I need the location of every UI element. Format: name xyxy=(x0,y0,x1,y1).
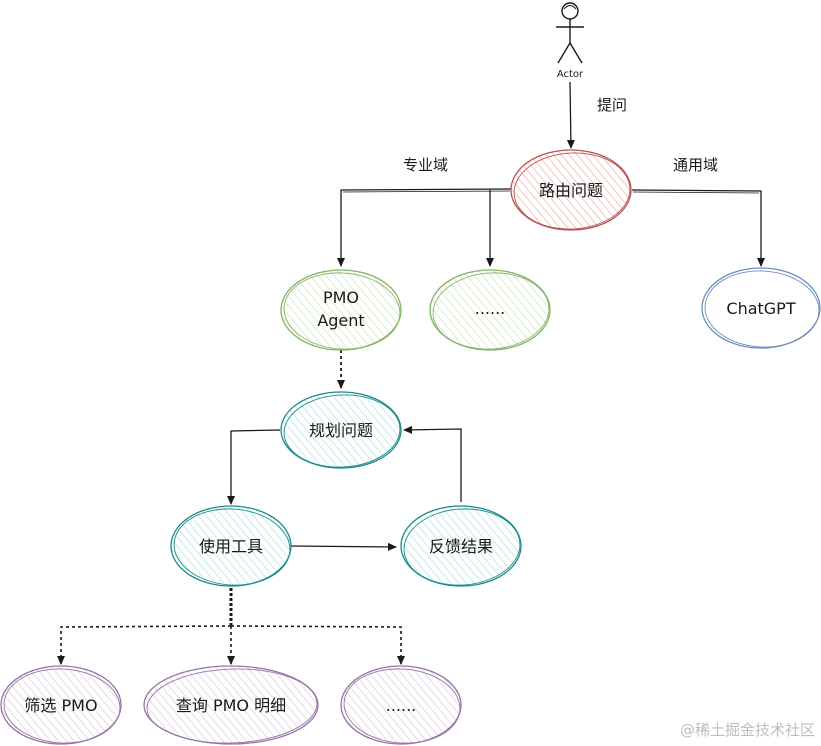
node-filter-pmo: 筛选 PMO xyxy=(0,665,122,745)
node-chatgpt-label: ChatGPT xyxy=(726,299,795,318)
watermark: @稀土掘金技术社区 xyxy=(680,721,815,739)
node-plan-label: 规划问题 xyxy=(309,421,373,440)
edge-label-ask: 提问 xyxy=(597,96,627,114)
node-chatgpt: ChatGPT xyxy=(701,267,821,349)
actor-figure xyxy=(556,2,584,64)
node-other-agent-label: ...... xyxy=(475,299,506,318)
edge-label-professional: 专业域 xyxy=(403,156,448,174)
edge-tool-filter xyxy=(57,625,232,665)
edge-tool-other xyxy=(230,625,405,665)
node-other-agent: ...... xyxy=(429,269,551,351)
edge-label-general: 通用域 xyxy=(673,156,718,174)
edge-route-chatgpt xyxy=(631,189,765,267)
node-feedback: 反馈结果 xyxy=(400,505,522,587)
node-use-tool-label: 使用工具 xyxy=(199,537,263,556)
node-pmo-agent: PMO Agent xyxy=(280,269,402,351)
node-other-tool-label: ...... xyxy=(386,696,417,715)
node-use-tool: 使用工具 xyxy=(170,505,292,587)
edge-route-pmo xyxy=(337,188,512,267)
node-pmo-agent-line1: PMO xyxy=(323,288,359,307)
node-route: 路由问题 xyxy=(510,149,632,231)
node-feedback-label: 反馈结果 xyxy=(429,537,493,556)
edge-tool-feedback xyxy=(290,542,397,551)
edge-plan-tool xyxy=(227,429,281,505)
actor-label: Actor xyxy=(557,69,584,80)
node-filter-pmo-label: 筛选 PMO xyxy=(24,696,97,715)
node-pmo-agent-line2: Agent xyxy=(317,311,364,330)
edge-feedback-plan xyxy=(403,425,462,502)
edge-actor-route xyxy=(566,81,575,149)
node-plan: 规划问题 xyxy=(280,391,402,469)
node-query-pmo-label: 查询 PMO 明细 xyxy=(176,696,286,715)
node-query-pmo: 查询 PMO 明细 xyxy=(143,665,319,745)
node-route-label: 路由问题 xyxy=(539,181,603,200)
edges xyxy=(57,81,765,665)
node-other-tool: ...... xyxy=(340,665,462,745)
